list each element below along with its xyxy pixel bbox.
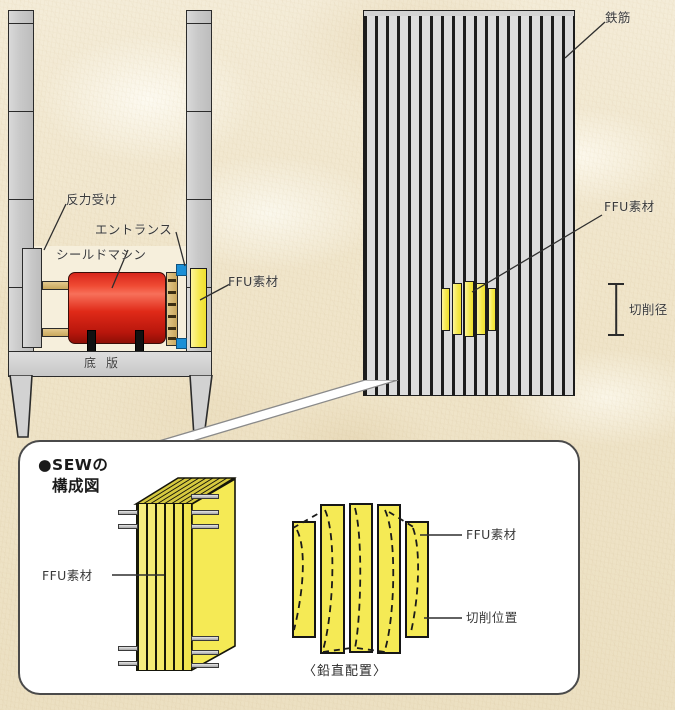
ffu-block-bolt-4 (191, 510, 219, 515)
bottom-slab (8, 351, 212, 377)
reaction-support-label: 反力受け (66, 192, 118, 207)
cutting-diameter-bracket (608, 283, 624, 336)
vertical-bars-leader-lines (420, 534, 462, 619)
rebar-label: 鉄筋 (605, 10, 631, 25)
ffu-material-label-right: FFU素材 (604, 199, 655, 214)
ffu-block-lamination-lines (137, 504, 191, 670)
right-panel-leader-lines (471, 21, 606, 293)
shield-machine-label: シールドマシン (56, 247, 147, 262)
vertical-bar-4 (377, 504, 401, 654)
ffu-material-label-left: FFU素材 (228, 274, 279, 289)
ffu-bar-inset-1 (441, 288, 450, 331)
ffu-block-bolt-10 (191, 663, 219, 668)
shield-machine-body (68, 272, 166, 344)
rebar-top-edge (364, 11, 574, 16)
detail-box-title-line1: ●SEWの (38, 456, 109, 474)
ffu-block-front-face (136, 503, 192, 671)
left-panel-leader-lines (43, 203, 231, 301)
ffu-bar-inset-5 (488, 288, 496, 331)
ffu-block-bolt-9 (191, 650, 219, 655)
ffu-block-bolt-7 (118, 661, 138, 666)
ffu-block-bolt-1 (118, 510, 138, 515)
vertical-bar-2 (320, 504, 345, 654)
ffu-block-label: FFU素材 (42, 568, 93, 583)
ffu-bar-inset-3 (464, 281, 474, 337)
bottom-slab-label: 底版 (84, 356, 129, 370)
ffu-block-bolt-8 (191, 636, 219, 641)
detail-box-title: ●SEWの 構成図 (38, 455, 108, 497)
ffu-bar-inset-2 (452, 283, 462, 335)
vertical-arrangement-caption: 〈鉛直配置〉 (303, 664, 388, 679)
entrance-label: エントランス (95, 222, 173, 237)
entrance-seal-bottom (176, 338, 187, 349)
entrance-seal-top (176, 264, 187, 276)
cutting-path-dashed-arcs (292, 507, 419, 653)
detail-box-title-line2: 構成図 (52, 476, 101, 495)
vertical-bar-3 (349, 503, 373, 653)
ffu-block-bolt-2 (118, 524, 138, 529)
ffu-block-bolt-3 (191, 494, 219, 499)
ffu-material-label-bars: FFU素材 (466, 527, 517, 542)
cutter-head (166, 272, 178, 346)
cutting-diameter-label: 切削径 (629, 302, 668, 317)
ffu-block-bolt-5 (191, 524, 219, 529)
ffu-bar-inset-4 (476, 283, 486, 335)
ffu-panel-left-view (190, 268, 207, 348)
ffu-block-bolt-6 (118, 646, 138, 651)
ffu-block-leader-line (112, 574, 164, 576)
cutting-position-label: 切削位置 (466, 610, 518, 625)
reaction-support-block (22, 248, 42, 348)
